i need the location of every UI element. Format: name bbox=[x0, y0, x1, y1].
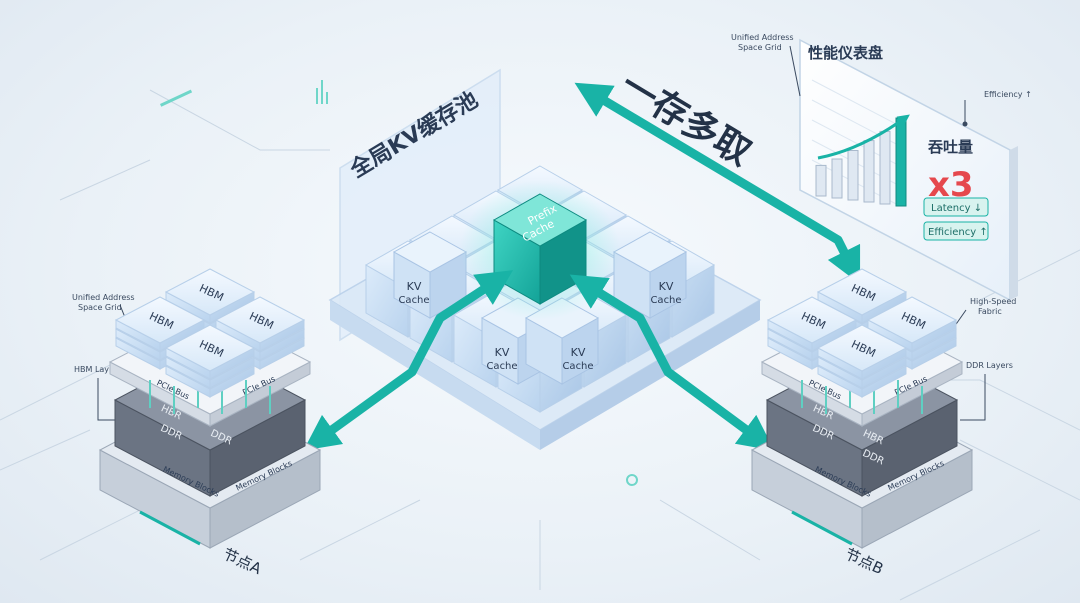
hbm-layer bbox=[164, 268, 256, 324]
high-speed-label-1: High-Speed bbox=[970, 297, 1016, 306]
kv-cache-label: Cache bbox=[398, 295, 429, 306]
transfer-arrows bbox=[303, 82, 861, 451]
hbm-layer bbox=[816, 324, 908, 380]
hbm-layers-label: HBM Layers bbox=[74, 365, 121, 374]
kv-cache-label: Cache bbox=[562, 361, 593, 372]
left-grid-label-2: Space Grid bbox=[78, 303, 122, 312]
kv-cache-label: Cache bbox=[486, 361, 517, 372]
hbm-layer bbox=[164, 324, 256, 380]
efficiency-badge: Efficiency ↑ bbox=[923, 221, 989, 241]
hbm-layer bbox=[816, 268, 908, 324]
kv-cache-label: KV bbox=[495, 346, 510, 359]
svg-text:Efficiency ↑: Efficiency ↑ bbox=[928, 227, 988, 238]
right-grid-label-2: Space Grid bbox=[738, 43, 782, 52]
dashboard-bar bbox=[847, 150, 859, 201]
high-speed-label-2: Fabric bbox=[978, 307, 1002, 316]
dashboard-bar bbox=[815, 164, 827, 197]
hbm-layer bbox=[214, 296, 306, 352]
dashboard-bar bbox=[863, 140, 875, 203]
kv-cache-label: KV bbox=[571, 346, 586, 359]
dashboard-bar bbox=[831, 158, 843, 199]
performance-dashboard: 性能仪表盘 吞吐量 x3 Latency ↓ Efficiency ↑ Effi… bbox=[799, 38, 1032, 302]
dashboard-bars bbox=[815, 117, 907, 207]
node-name: 节点B bbox=[842, 545, 886, 578]
left-grid-label-1: Unified Address bbox=[72, 293, 135, 302]
right-grid-label-1: Unified Address bbox=[731, 33, 794, 42]
node-name: 节点A bbox=[220, 545, 265, 579]
arrow-dashboard bbox=[574, 82, 861, 285]
accent-dots bbox=[160, 80, 638, 486]
dashboard-title: 性能仪表盘 bbox=[808, 44, 883, 62]
circuit-lines bbox=[0, 89, 1080, 601]
throughput-label: 吞吐量 bbox=[927, 138, 973, 156]
svg-text:Latency ↓: Latency ↓ bbox=[931, 203, 982, 214]
hbm-layer bbox=[866, 296, 958, 352]
hbm-layer bbox=[114, 296, 206, 352]
hbm-layer bbox=[766, 296, 858, 352]
efficiency-callout: Efficiency ↑ bbox=[984, 90, 1032, 99]
annotations: Unified Address Space Grid Unified Addre… bbox=[72, 33, 1016, 421]
kv-cache-label: KV bbox=[407, 280, 422, 293]
ddr-layers-label: DDR Layers bbox=[966, 361, 1013, 370]
kv-cache-label: Cache bbox=[650, 295, 681, 306]
arrow-node-b bbox=[569, 274, 775, 451]
dashboard-bar bbox=[895, 117, 907, 207]
kv-cache-label: KV bbox=[659, 280, 674, 293]
dashboard-bar bbox=[879, 130, 891, 205]
latency-badge: Latency ↓ bbox=[923, 197, 989, 217]
arrow-node-a bbox=[303, 270, 514, 451]
